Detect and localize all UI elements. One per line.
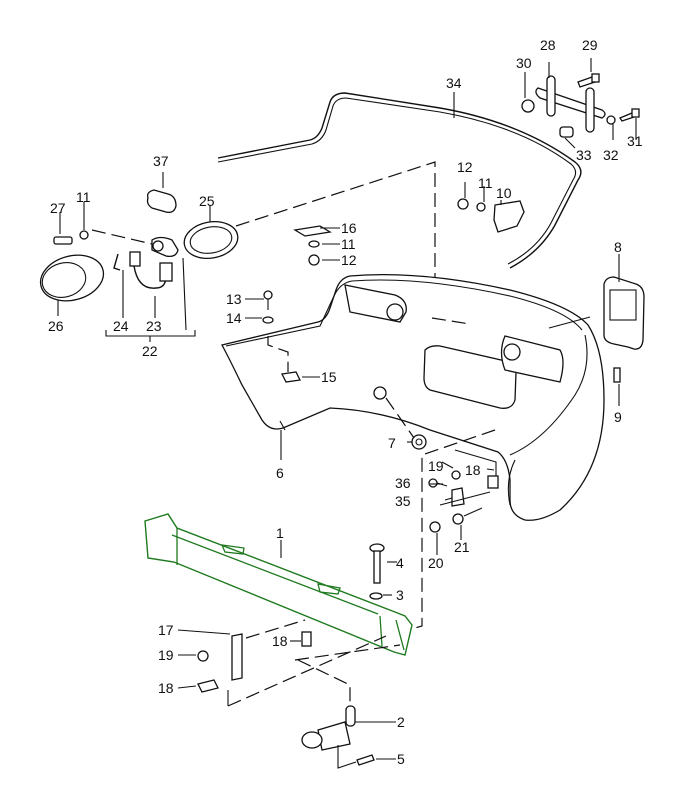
washer-32-icon xyxy=(606,115,616,125)
callout-18a[interactable]: 18 xyxy=(272,633,288,649)
callout-11a[interactable]: 11 xyxy=(76,189,91,205)
bolt-4-icon xyxy=(369,543,385,584)
callout-29[interactable]: 29 xyxy=(582,37,598,53)
callout-27[interactable]: 27 xyxy=(50,200,66,216)
callout-12b[interactable]: 12 xyxy=(341,252,357,268)
screw-19b-icon xyxy=(451,470,461,480)
lens-26-icon xyxy=(39,254,105,302)
bumper-carrier-beam-1 xyxy=(144,513,413,656)
speed-nut-18b-icon xyxy=(197,679,219,693)
callout-33[interactable]: 33 xyxy=(576,147,592,163)
callout-19a[interactable]: 19 xyxy=(158,647,174,663)
bracket-clip-10-icon xyxy=(493,200,525,233)
spring-clip-24-icon xyxy=(113,253,121,271)
callout-28[interactable]: 28 xyxy=(540,37,556,53)
callout-32[interactable]: 32 xyxy=(603,147,619,163)
callout-25[interactable]: 25 xyxy=(199,193,215,209)
nut-12-icon xyxy=(457,198,469,210)
callout-2[interactable]: 2 xyxy=(397,714,405,730)
bolt-36-icon xyxy=(428,478,448,488)
callout-1[interactable]: 1 xyxy=(276,525,284,541)
callout-9[interactable]: 9 xyxy=(614,409,622,425)
bracket-22 xyxy=(105,330,196,342)
callout-5[interactable]: 5 xyxy=(397,751,405,767)
callout-26[interactable]: 26 xyxy=(48,318,64,334)
screw-5-icon xyxy=(356,754,375,766)
grommet-top-icon xyxy=(373,386,387,400)
harness-23-icon xyxy=(129,251,173,289)
callout-21[interactable]: 21 xyxy=(454,539,470,555)
callout-37[interactable]: 37 xyxy=(153,153,169,169)
seal-strip-34 xyxy=(217,92,582,269)
callout-35[interactable]: 35 xyxy=(395,493,411,509)
callout-15[interactable]: 15 xyxy=(321,369,337,385)
bumper-cover-6 xyxy=(221,273,605,521)
callout-7[interactable]: 7 xyxy=(388,435,396,451)
rubber-buffer-33-icon xyxy=(559,126,574,138)
bumper-guide-8 xyxy=(548,276,645,350)
clip-15-icon xyxy=(281,371,301,383)
speed-nut-18c-icon xyxy=(487,475,499,489)
nut-12b-icon xyxy=(308,254,320,266)
socket-22-icon xyxy=(151,236,179,258)
callout-22[interactable]: 22 xyxy=(142,343,158,359)
gasket-25-icon xyxy=(183,221,239,259)
washer-11b-icon xyxy=(476,202,486,212)
screw-9-icon xyxy=(613,367,621,383)
gasket-37-icon xyxy=(146,189,177,214)
tow-eye-2-icon xyxy=(301,705,356,751)
callout-20[interactable]: 20 xyxy=(428,555,444,571)
callout-18b[interactable]: 18 xyxy=(158,680,174,696)
callout-3[interactable]: 3 xyxy=(396,587,404,603)
screw-13-icon xyxy=(263,290,273,310)
callout-12a[interactable]: 12 xyxy=(457,159,473,175)
washer-11-icon xyxy=(79,230,89,240)
callout-19b[interactable]: 19 xyxy=(428,458,444,474)
callout-4[interactable]: 4 xyxy=(396,555,404,571)
support-bracket-17-icon xyxy=(231,633,243,681)
callout-18c[interactable]: 18 xyxy=(465,462,481,478)
screw-20-icon xyxy=(429,521,441,533)
speed-nut-18a-icon xyxy=(301,631,312,647)
callout-10[interactable]: 10 xyxy=(496,185,512,201)
washer-3-icon xyxy=(369,592,383,600)
screw-29-icon xyxy=(577,73,600,88)
screw-31-icon xyxy=(619,108,640,122)
callout-24[interactable]: 24 xyxy=(113,318,129,334)
callout-11c[interactable]: 11 xyxy=(341,236,356,252)
screw-19a-icon xyxy=(197,650,209,662)
mounting-plate-28 xyxy=(535,75,606,133)
washer-11c-icon xyxy=(308,240,320,248)
callout-23[interactable]: 23 xyxy=(146,318,162,334)
callout-8[interactable]: 8 xyxy=(614,239,622,255)
callout-36[interactable]: 36 xyxy=(395,475,411,491)
callout-14[interactable]: 14 xyxy=(226,310,242,326)
callout-31[interactable]: 31 xyxy=(627,133,643,149)
callout-30[interactable]: 30 xyxy=(516,55,532,71)
nut-30-icon xyxy=(521,99,535,113)
leader-lines xyxy=(57,58,637,760)
callout-13[interactable]: 13 xyxy=(226,291,242,307)
callout-16[interactable]: 16 xyxy=(341,220,357,236)
callout-6[interactable]: 6 xyxy=(276,465,284,481)
bracket-35-icon xyxy=(451,487,465,507)
screw-27-icon xyxy=(53,236,73,245)
callout-11b[interactable]: 11 xyxy=(478,175,493,191)
callout-34[interactable]: 34 xyxy=(446,75,462,91)
washer-14-icon xyxy=(262,316,274,324)
nut-21-icon xyxy=(452,513,464,525)
grommet-7-icon xyxy=(411,434,427,450)
callout-17[interactable]: 17 xyxy=(158,622,174,638)
callout-labels: 1 2 3 4 5 6 7 8 9 10 11 11 11 12 12 13 1… xyxy=(48,37,643,767)
